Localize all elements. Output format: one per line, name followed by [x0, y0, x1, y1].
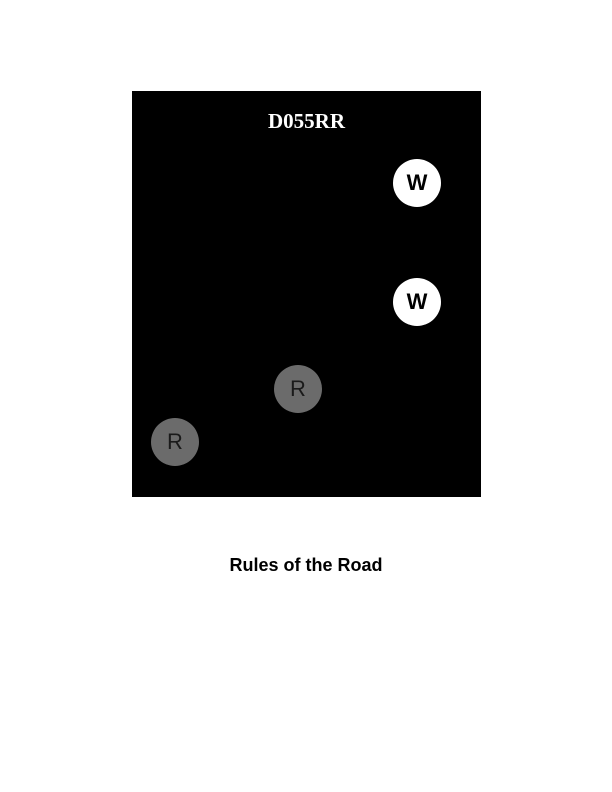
white-light-bottom: W	[393, 278, 441, 326]
light-diagram-panel: D055RR W W R R	[132, 91, 481, 497]
light-letter: R	[290, 376, 306, 401]
diagram-code: D055RR	[268, 109, 345, 133]
light-letter: W	[406, 289, 428, 314]
light-letter: R	[167, 429, 183, 454]
light-letter: W	[406, 170, 428, 195]
page-caption: Rules of the Road	[229, 555, 383, 575]
red-light-lower: R	[151, 418, 199, 466]
white-light-top: W	[393, 159, 441, 207]
red-light-upper: R	[274, 365, 322, 413]
